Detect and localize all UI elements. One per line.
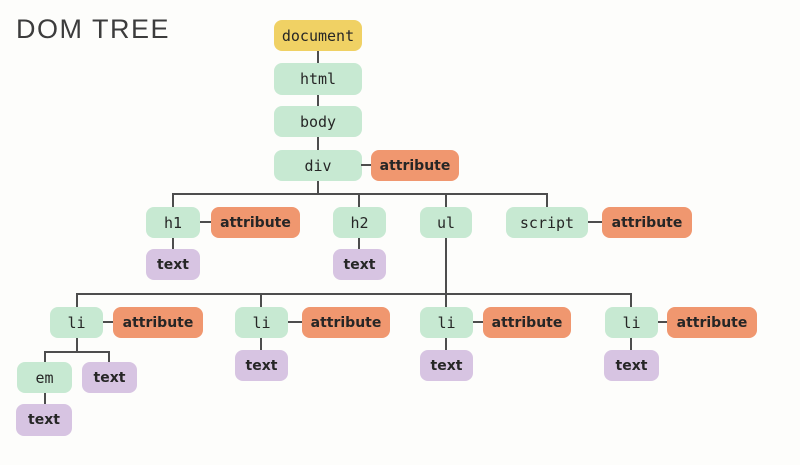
node-body: body <box>274 106 362 137</box>
node-li-1-attribute: attribute <box>113 307 203 338</box>
node-h1-text: text <box>146 249 200 280</box>
edge-bar-h2 <box>358 193 360 207</box>
edge-div-children-bar <box>317 181 319 193</box>
li-1-children-bar <box>44 351 110 353</box>
edge-bar-script <box>546 193 548 207</box>
edge-document-html <box>317 51 319 63</box>
edge-li-4-text <box>630 338 632 350</box>
edge-bar-li-1-text <box>108 351 110 362</box>
edge-h1-attribute <box>200 221 211 223</box>
edge-bar-li-1 <box>76 293 78 307</box>
edge-bar-ul <box>445 193 447 207</box>
edge-bar-li-2 <box>260 293 262 307</box>
edge-li-3-attribute <box>473 321 483 323</box>
node-li-3-text: text <box>420 350 473 381</box>
edge-li-3-text <box>445 338 447 350</box>
node-li-2-text: text <box>235 350 288 381</box>
node-li-2: li <box>235 307 288 338</box>
node-li-3: li <box>420 307 473 338</box>
node-script: script <box>506 207 588 238</box>
node-div: div <box>274 150 362 181</box>
edge-li-1-attribute <box>103 321 113 323</box>
edge-ul-children <box>445 238 447 307</box>
edge-li-1-children <box>76 338 78 351</box>
node-li-2-attribute: attribute <box>302 307 390 338</box>
node-div-attribute: attribute <box>371 150 459 181</box>
node-li-4-text: text <box>604 350 659 381</box>
div-children-bar <box>172 193 548 195</box>
edge-h1-text <box>172 238 174 249</box>
node-document: document <box>274 20 362 51</box>
node-li-4-attribute: attribute <box>667 307 757 338</box>
node-li-1: li <box>50 307 103 338</box>
node-h2-text: text <box>333 249 386 280</box>
edge-bar-em <box>44 351 46 362</box>
ul-children-bar <box>76 293 632 295</box>
edge-em-text <box>44 393 46 404</box>
node-h1: h1 <box>146 207 200 238</box>
node-script-attribute: attribute <box>602 207 692 238</box>
edge-bar-h1 <box>172 193 174 207</box>
node-ul: ul <box>420 207 472 238</box>
edge-li-2-text <box>260 338 262 350</box>
edge-body-div <box>317 137 319 150</box>
edge-li-2-attribute <box>288 321 302 323</box>
edge-h2-text <box>358 238 360 249</box>
edge-li-4-attribute <box>658 321 667 323</box>
edge-html-body <box>317 95 319 106</box>
node-h2: h2 <box>333 207 386 238</box>
edge-bar-li-4 <box>630 293 632 307</box>
node-em-text: text <box>16 404 72 436</box>
edge-script-attribute <box>588 221 602 223</box>
node-li-3-attribute: attribute <box>483 307 571 338</box>
node-em: em <box>17 362 72 393</box>
node-li-4: li <box>605 307 658 338</box>
diagram-title: DOM TREE <box>16 14 171 44</box>
edge-div-attribute <box>361 164 371 166</box>
node-h1-attribute: attribute <box>211 207 300 238</box>
node-li-1-text: text <box>82 362 137 393</box>
node-html: html <box>274 63 362 95</box>
